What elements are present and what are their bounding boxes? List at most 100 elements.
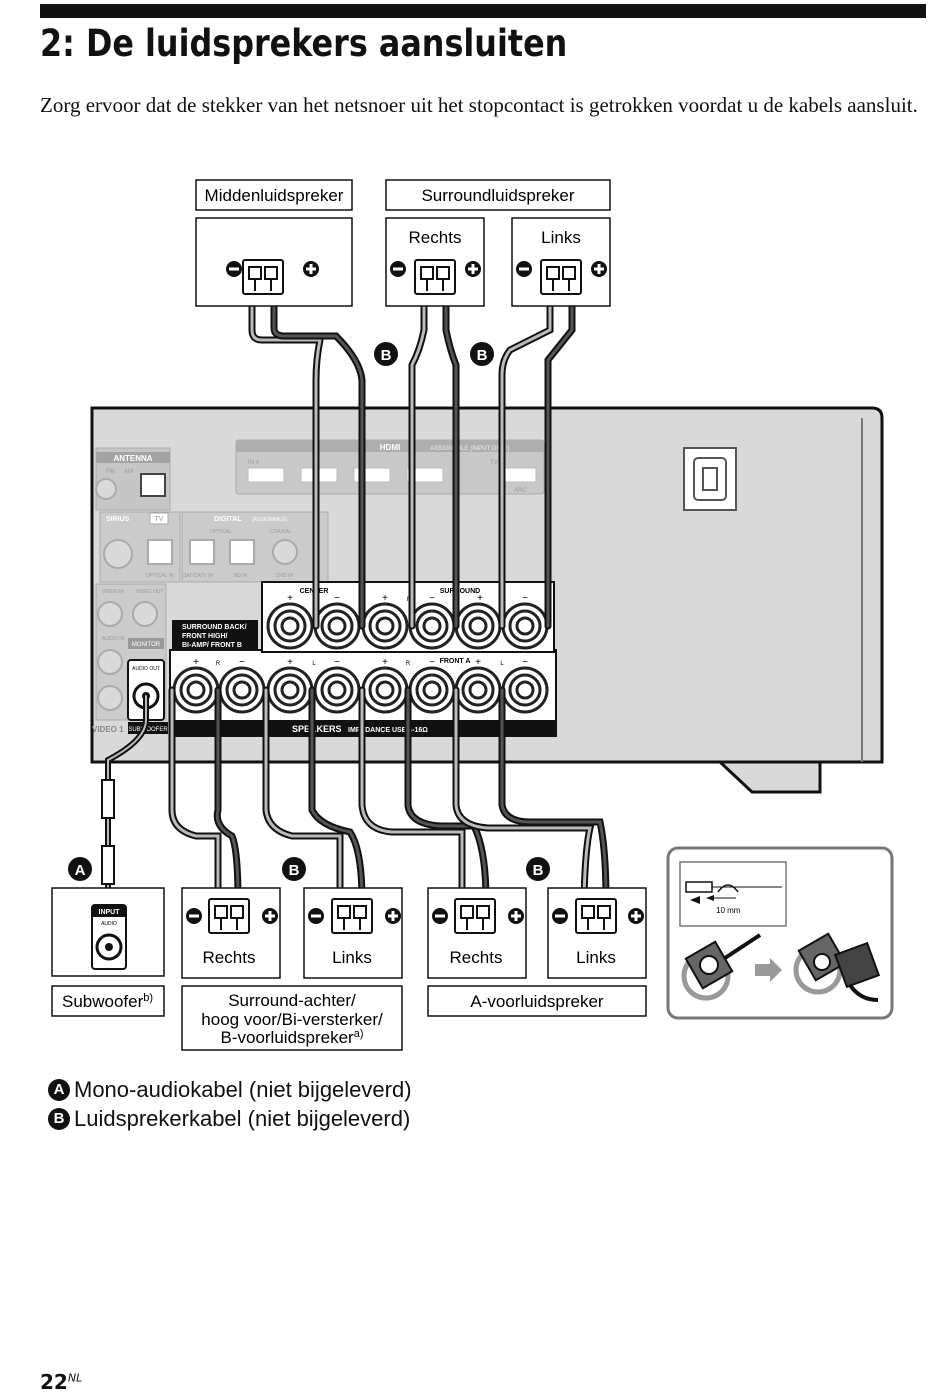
label-fm: FM: [106, 469, 115, 475]
badge-b-icon: B: [282, 857, 306, 881]
legend: A Mono-audiokabel (niet bijgeleverd) B L…: [48, 1075, 412, 1133]
sub-input-label: INPUT: [99, 909, 121, 916]
top-rule: [40, 4, 926, 18]
legend-row-a: A Mono-audiokabel (niet bijgeleverd): [48, 1075, 412, 1104]
sb-l-minus-sign: −: [334, 657, 340, 668]
sb-l-letter: L: [312, 661, 316, 667]
subwoofer-label: Subwooferb): [62, 992, 153, 1011]
sb-label-line2: hoog voor/Bi-versterker/: [201, 1010, 383, 1029]
label-arc: ARC: [514, 488, 527, 494]
rca-plug-bottom: [101, 845, 115, 885]
center-speaker: Middenluidspreker: [195, 179, 353, 307]
sur-r-plus-sign: +: [382, 593, 388, 604]
label-optical: OPTICAL: [210, 529, 232, 535]
label-coaxial: COAXIAL: [270, 529, 292, 535]
label-am: AM: [124, 469, 133, 475]
fa-l-letter: L: [500, 661, 504, 667]
badge-a-icon: A: [48, 1078, 70, 1101]
label-hdmi: HDMI: [380, 443, 400, 452]
sb-left-label: Links: [332, 948, 372, 967]
label-video-out: VIDEO OUT: [136, 589, 164, 595]
sur-l-minus-sign: −: [522, 593, 528, 604]
fa-l-minus-sign: −: [522, 657, 528, 668]
badge-b-icon: B: [470, 342, 494, 366]
label-audio-in: AUDIO IN: [102, 636, 125, 642]
label-video-1: VIDEO 1: [92, 725, 124, 734]
center-plus-sign: +: [287, 593, 293, 604]
strip-length-label: 10 mm: [716, 906, 741, 915]
badge-b-icon: B: [48, 1107, 70, 1130]
label-sirius: SIRIUS: [106, 516, 130, 523]
wire-prep-inset: 10 mm: [666, 846, 894, 1020]
sb-label-line1: Surround-achter/: [228, 991, 356, 1010]
badge-b-icon: B: [374, 342, 398, 366]
subwoofer: INPUT AUDIO Subwooferb): [51, 887, 165, 1017]
fa-r-minus-sign: −: [429, 657, 435, 668]
legend-a-text: Mono-audiokabel (niet bijgeleverd): [74, 1077, 412, 1102]
sub-audio-label: AUDIO: [101, 921, 117, 927]
svg-text:B: B: [533, 862, 544, 879]
fa-right-label: Rechts: [450, 948, 503, 967]
label-digital-assignable: (ASSIGNABLE): [252, 517, 287, 523]
svg-text:A: A: [75, 862, 86, 879]
label-impedance: IMPEDANCE USE 6-16Ω: [348, 727, 428, 734]
label-sb-2: FRONT HIGH/: [182, 633, 228, 640]
label-sb-1: SURROUND BACK/: [182, 624, 247, 631]
label-monitor: MONITOR: [132, 642, 161, 648]
svg-text:B: B: [477, 347, 488, 364]
label-tv: TV: [155, 516, 164, 523]
label-surround: SURROUND: [440, 588, 480, 595]
label-front-a: FRONT A: [440, 658, 471, 665]
surround-speaker-label: Surroundluidspreker: [421, 186, 574, 205]
badge-a-icon: A: [68, 857, 92, 881]
rca-plug-top: [101, 779, 115, 819]
sb-label-line3: B-voorluidsprekera): [220, 1028, 363, 1047]
label-tv-arc: TV: [490, 460, 498, 466]
sb-r-letter: R: [216, 661, 221, 667]
sur-l-plus-sign: +: [477, 593, 483, 604]
label-audio-out: AUDIO OUT: [132, 666, 160, 672]
label-sb-3: BI-AMP/ FRONT B: [182, 642, 242, 649]
page-number: 22NL: [40, 1370, 82, 1394]
svg-text:B: B: [289, 862, 300, 879]
receiver-rear-panel: ANTENNA FM AM HDMI ASSIGNABLE (INPUT ONL…: [90, 406, 884, 794]
fa-r-letter: R: [406, 661, 411, 667]
speaker-cables: [105, 288, 610, 904]
page-number-value: 22: [40, 1370, 68, 1394]
fa-r-plus-sign: +: [382, 657, 388, 668]
front-a-label: A-voorluidspreker: [470, 992, 604, 1011]
surround-speakers: Surroundluidspreker Rechts Links: [385, 179, 611, 307]
label-in4: IN 4: [248, 460, 260, 466]
sb-r-minus-sign: −: [239, 657, 245, 668]
fa-l-plus-sign: +: [475, 657, 481, 668]
sb-l-plus-sign: +: [287, 657, 293, 668]
sb-r-plus-sign: +: [193, 657, 199, 668]
label-bd-in: BD IN: [234, 573, 248, 579]
badge-b-icon: B: [526, 857, 550, 881]
label-assignable-input: ASSIGNABLE (INPUT ONLY): [430, 446, 509, 452]
legend-b-text: Luidsprekerkabel (niet bijgeleverd): [74, 1106, 411, 1131]
label-dvd-in: DVD IN: [276, 573, 293, 579]
surround-right-label: Rechts: [409, 228, 462, 247]
front-a-speakers: Rechts Links A-voorluidspreker: [427, 887, 647, 1017]
label-optical-in: OPTICAL IN: [146, 573, 174, 579]
label-subwoofer-out: SUBWOOFER: [128, 727, 168, 733]
label-antenna: ANTENNA: [113, 454, 152, 463]
label-sat-catv-in: SAT/CATV IN: [183, 573, 213, 579]
surround-back-speakers: Rechts Links Surround-achter/ hoog voor/…: [181, 887, 403, 1051]
sb-right-label: Rechts: [203, 948, 256, 967]
legend-row-b: B Luidsprekerkabel (niet bijgeleverd): [48, 1104, 412, 1133]
center-minus-sign: −: [334, 593, 340, 604]
center-speaker-label: Middenluidspreker: [205, 186, 344, 205]
label-speakers: SPEAKERS: [292, 724, 342, 734]
page-title: 2: De luidsprekers aansluiten: [40, 22, 568, 65]
label-video-in: VIDEO IN: [102, 589, 124, 595]
svg-text:B: B: [381, 347, 392, 364]
intro-text: Zorg ervoor dat de stekker van het netsn…: [40, 93, 918, 117]
label-digital: DIGITAL: [214, 516, 242, 523]
fa-left-label: Links: [576, 948, 616, 967]
surround-left-label: Links: [541, 228, 581, 247]
sur-r-minus-sign: −: [429, 593, 435, 604]
page-lang: NL: [67, 1371, 83, 1385]
